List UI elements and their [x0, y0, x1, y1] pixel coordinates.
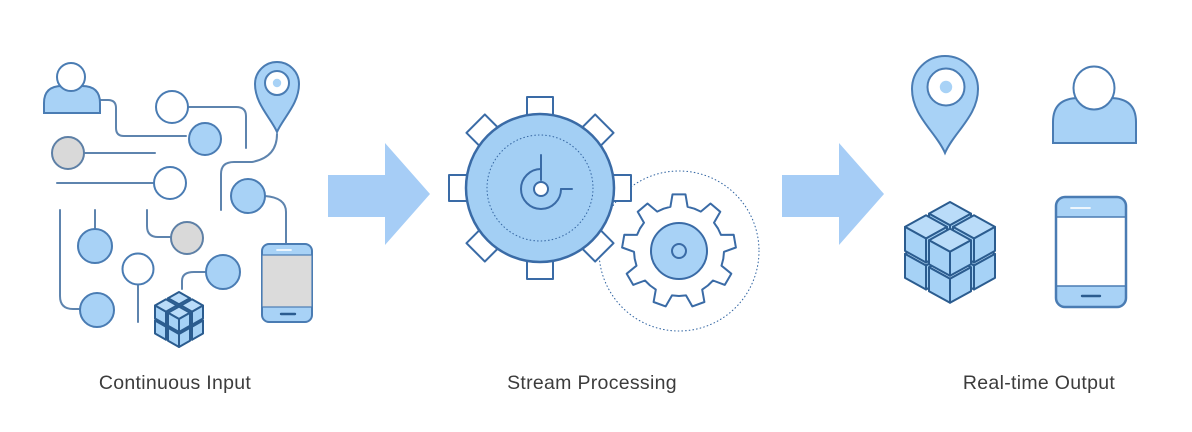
data-node-circle: [153, 166, 187, 200]
continuous-input-illustration: [43, 61, 313, 348]
timer-gear-icon: [448, 96, 632, 280]
connector-line: [187, 106, 247, 149]
real-time-output-illustration: [904, 55, 1137, 309]
user-icon: [43, 62, 101, 114]
data-node-circle: [230, 178, 266, 214]
connector-line: [264, 195, 287, 245]
flow-arrow-2: [782, 143, 884, 245]
data-node-circle: [155, 90, 189, 124]
data-node-circle: [121, 252, 155, 286]
connector-line: [220, 133, 278, 211]
smartphone-icon: [261, 243, 313, 323]
stream-processing-illustration: [448, 96, 760, 332]
connector-line: [181, 271, 207, 290]
data-node-circle: [79, 292, 115, 328]
data-node-circle: [77, 228, 113, 264]
data-node-circle: [205, 254, 241, 290]
smartphone-icon: [1054, 195, 1128, 309]
connector-line: [146, 209, 171, 238]
dotted-orbit-circle: [598, 170, 760, 332]
data-node-circle: [170, 221, 204, 255]
user-icon: [1052, 65, 1137, 144]
data-cube-icon: [154, 291, 204, 348]
timer-dial: [520, 154, 573, 210]
flow-arrow-1: [328, 143, 430, 245]
stage-label-continuous-input: Continuous Input: [98, 372, 252, 394]
location-pin-icon: [910, 55, 980, 156]
location-pin-icon: [253, 61, 301, 135]
data-cube-icon: [904, 201, 996, 304]
stage-label-stream-processing: Stream Processing: [507, 372, 677, 394]
data-node-circle: [51, 136, 85, 170]
connector-line: [99, 99, 187, 137]
small-gear-icon: [621, 193, 737, 308]
data-node-circle: [188, 122, 222, 156]
stage-label-real-time-output: Real-time Output: [962, 372, 1116, 394]
connector-line: [59, 209, 81, 310]
